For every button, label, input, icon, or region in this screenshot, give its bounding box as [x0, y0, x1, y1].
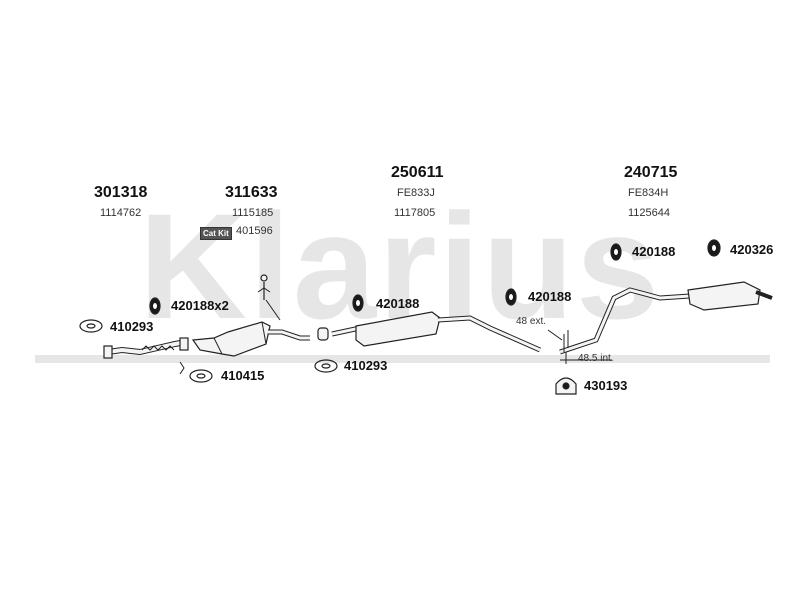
- code-fe834h: FE834H: [628, 187, 669, 199]
- fixing-pin: [179, 361, 185, 375]
- catalyst-drawing: [191, 274, 310, 357]
- fitting-label-420188-rear: 420188: [632, 244, 676, 259]
- watermark-underline: [35, 355, 770, 363]
- fitting-label-420326: 420326: [730, 242, 774, 257]
- rear-section-drawing: [547, 281, 773, 364]
- front-pipe-drawing: [103, 337, 189, 359]
- fitting-label-410415: 410415: [221, 368, 265, 383]
- code-fe833j: FE833J: [397, 187, 435, 199]
- ref-number-1117805: 1117805: [394, 207, 436, 219]
- clamp-430193: [555, 377, 577, 395]
- part-number-311633: 311633: [225, 184, 278, 201]
- gasket-410293-left: [79, 319, 103, 333]
- ref-number-1114762: 1114762: [100, 207, 142, 219]
- fitting-label-410293-center: 410293: [344, 358, 388, 373]
- ref-number-1125644: 1125644: [628, 207, 671, 219]
- fitting-label-430193: 430193: [584, 378, 628, 393]
- hanger-mid: [505, 288, 517, 306]
- cat-kit-part-number: 401596: [236, 225, 273, 237]
- part-number-250611: 250611: [391, 164, 444, 181]
- hanger-rear-a: [610, 243, 622, 261]
- fitting-label-410293-left: 410293: [110, 319, 154, 334]
- gasket-410293-center: [314, 359, 338, 373]
- dimension-int: 48.5 int.: [578, 353, 614, 364]
- hanger-rear-b: [707, 239, 721, 257]
- ref-number-1115185: 1115185: [232, 207, 274, 219]
- fitting-label-420188-mid: 420188: [528, 289, 572, 304]
- center-silencer-drawing: [317, 311, 542, 353]
- hanger-left: [149, 297, 161, 315]
- gasket-410415: [189, 369, 213, 383]
- fitting-label-420188x2: 420188x2: [171, 298, 229, 313]
- hanger-center: [352, 294, 364, 312]
- dimension-ext: 48 ext.: [516, 316, 547, 327]
- part-number-301318: 301318: [94, 184, 148, 201]
- part-number-240715: 240715: [624, 164, 678, 181]
- fitting-label-420188-center: 420188: [376, 296, 420, 311]
- cat-kit-badge: Cat Kit: [200, 227, 232, 240]
